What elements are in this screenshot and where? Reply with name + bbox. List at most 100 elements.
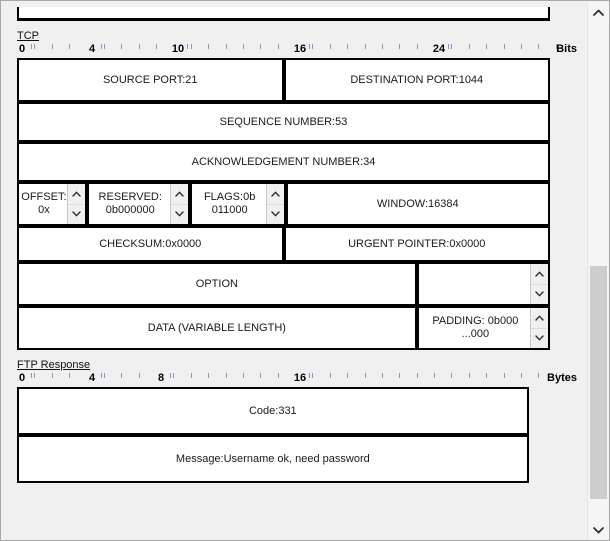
- field-offset-spinner-up[interactable]: [67, 184, 85, 205]
- field-offset-spinner-down[interactable]: [67, 204, 85, 224]
- field-ftp-message-label: Message:Username ok, need password: [175, 452, 370, 465]
- field-ftp-code-label: Code:331: [248, 404, 297, 417]
- field-destination-port-label: DESTINATION PORT:1044: [350, 73, 484, 86]
- field-data[interactable]: DATA (VARIABLE LENGTH): [17, 306, 417, 350]
- field-sequence-number[interactable]: SEQUENCE NUMBER:53: [17, 102, 550, 142]
- chevron-down-icon: [174, 211, 184, 217]
- field-option-extra-spinner-down[interactable]: [531, 284, 548, 304]
- ruler-tick: [365, 373, 366, 378]
- ruler-tick: [226, 373, 227, 378]
- ruler-unit-label: Bytes: [547, 372, 577, 384]
- field-reserved[interactable]: RESERVED: 0b000000: [86, 182, 190, 226]
- ruler-tick: [434, 373, 435, 378]
- ruler-tick: [52, 373, 53, 378]
- ruler-tick: [243, 44, 244, 49]
- scrollbar-thumb[interactable]: [590, 266, 607, 499]
- ruler-unit-label: Bits: [556, 43, 577, 55]
- ruler-tick: [399, 44, 400, 49]
- field-urgent-pointer-label: URGENT POINTER:0x0000: [348, 237, 486, 250]
- field-option-extra-spinner-up[interactable]: [531, 264, 548, 285]
- field-reserved-spinner[interactable]: [169, 184, 188, 224]
- ruler-label: 4: [88, 43, 96, 55]
- chevron-up-icon: [174, 191, 184, 197]
- ruler-tick: [312, 44, 313, 49]
- ruler-tick: [417, 44, 418, 49]
- field-flags-spinner-up[interactable]: [266, 184, 284, 205]
- field-window-label: WINDOW:16384: [376, 197, 459, 210]
- ruler-tick: [243, 373, 244, 378]
- field-ftp-message[interactable]: Message:Username ok, need password: [17, 435, 529, 483]
- field-destination-port[interactable]: DESTINATION PORT:1044: [283, 58, 550, 102]
- ruler-tick: [556, 373, 557, 378]
- ruler-tick: [31, 373, 32, 378]
- vertical-scrollbar[interactable]: [587, 2, 609, 540]
- field-reserved-spinner-down[interactable]: [170, 204, 188, 224]
- tcp-ruler: 0 4 10 16 24 Bits: [17, 43, 577, 58]
- field-checksum[interactable]: CHECKSUM:0x0000: [17, 226, 284, 262]
- ruler-label: 0: [18, 43, 26, 55]
- ruler-tick: [469, 44, 470, 49]
- ruler-tick: [260, 44, 261, 49]
- field-ftp-code[interactable]: Code:331: [17, 387, 529, 435]
- ruler-tick: [330, 373, 331, 378]
- scroll-up-button[interactable]: [588, 2, 609, 23]
- ruler-tick: [538, 373, 539, 378]
- ruler-tick: [451, 44, 452, 49]
- ruler-label: 4: [88, 372, 96, 384]
- field-option-extra[interactable]: [416, 262, 550, 306]
- ruler-label: 8: [157, 372, 165, 384]
- field-offset[interactable]: OFFSET:0x: [17, 182, 87, 226]
- ruler-tick: [121, 44, 122, 49]
- ruler-label: 16: [293, 43, 307, 55]
- ruler-tick: [521, 373, 522, 378]
- ruler-tick: [309, 44, 310, 49]
- ruler-tick: [538, 44, 539, 49]
- field-offset-spinner[interactable]: [66, 184, 85, 224]
- chevron-down-icon: [535, 335, 544, 341]
- ruler-tick: [278, 44, 279, 49]
- ruler-tick: [69, 373, 70, 378]
- field-acknowledgement-number[interactable]: ACKNOWLEDGEMENT NUMBER:34: [17, 142, 550, 182]
- chevron-down-icon: [270, 211, 280, 217]
- ruler-tick: [104, 44, 105, 49]
- field-padding-spinner-up[interactable]: [531, 308, 548, 329]
- field-window[interactable]: WINDOW:16384: [285, 182, 550, 226]
- ruler-label: 24: [432, 43, 446, 55]
- ruler-tick: [347, 44, 348, 49]
- field-sequence-number-label: SEQUENCE NUMBER:53: [219, 115, 348, 128]
- field-source-port[interactable]: SOURCE PORT:21: [17, 58, 284, 102]
- scroll-down-button[interactable]: [588, 519, 609, 540]
- ruler-label: 10: [171, 43, 185, 55]
- block-gap: [2, 350, 588, 359]
- ruler-tick: [417, 373, 418, 378]
- clipped-field-box: [17, 7, 550, 21]
- field-source-port-label: SOURCE PORT:21: [102, 73, 198, 86]
- field-flags-spinner-down[interactable]: [266, 204, 284, 224]
- field-flags[interactable]: FLAGS:0b 011000: [189, 182, 286, 226]
- field-row: SEQUENCE NUMBER:53: [17, 102, 550, 142]
- scrollbar-track[interactable]: [588, 23, 608, 519]
- field-flags-spinner[interactable]: [265, 184, 284, 224]
- field-padding-spinner[interactable]: [530, 308, 548, 348]
- ruler-tick: [208, 44, 209, 49]
- field-offset-label: OFFSET:0x: [21, 191, 67, 216]
- field-padding-spinner-down[interactable]: [531, 328, 548, 348]
- tcp-title: TCP: [17, 30, 39, 42]
- field-option-extra-spinner[interactable]: [530, 264, 548, 304]
- ruler-tick: [191, 373, 192, 378]
- field-row: ACKNOWLEDGEMENT NUMBER:34: [17, 142, 550, 182]
- field-reserved-spinner-up[interactable]: [170, 184, 188, 205]
- ruler-tick: [486, 44, 487, 49]
- field-urgent-pointer[interactable]: URGENT POINTER:0x0000: [283, 226, 550, 262]
- field-padding[interactable]: PADDING: 0b000 ...000: [416, 306, 550, 350]
- field-row: DATA (VARIABLE LENGTH)PADDING: 0b000 ...…: [17, 306, 550, 350]
- field-option[interactable]: OPTION: [17, 262, 417, 306]
- ruler-tick: [156, 44, 157, 49]
- ruler-label: 0: [18, 372, 26, 384]
- ruler-tick: [104, 373, 105, 378]
- ruler-tick: [309, 373, 310, 378]
